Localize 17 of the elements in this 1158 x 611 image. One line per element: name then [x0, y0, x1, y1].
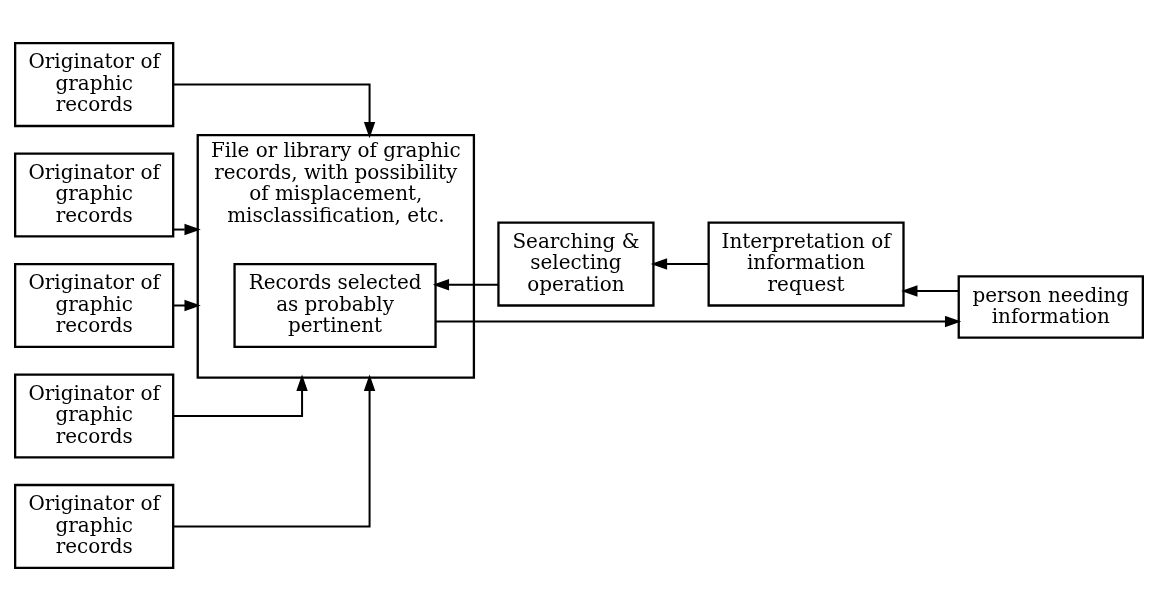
arrow: [172, 374, 308, 417]
node-box: Originator of graphic records: [14, 152, 175, 238]
node-box: Originator of graphic records: [14, 262, 175, 349]
arrow: [172, 83, 376, 139]
arrow: [172, 374, 376, 528]
arrow: [901, 285, 960, 297]
node-box: person needing information: [957, 275, 1144, 339]
arrow: [435, 315, 962, 328]
node-box: Originator of graphic records: [14, 373, 175, 459]
arrow: [172, 223, 201, 236]
arrow: [432, 279, 500, 291]
node-box: Originator of graphic records: [14, 42, 175, 128]
node-box: Originator of graphic records: [14, 483, 175, 569]
node-box: Records selected as probably pertinent: [233, 262, 437, 349]
node-box: Searching & selecting operation: [497, 221, 655, 307]
arrow: [650, 258, 710, 270]
node-box: Interpretation of information request: [707, 221, 905, 307]
